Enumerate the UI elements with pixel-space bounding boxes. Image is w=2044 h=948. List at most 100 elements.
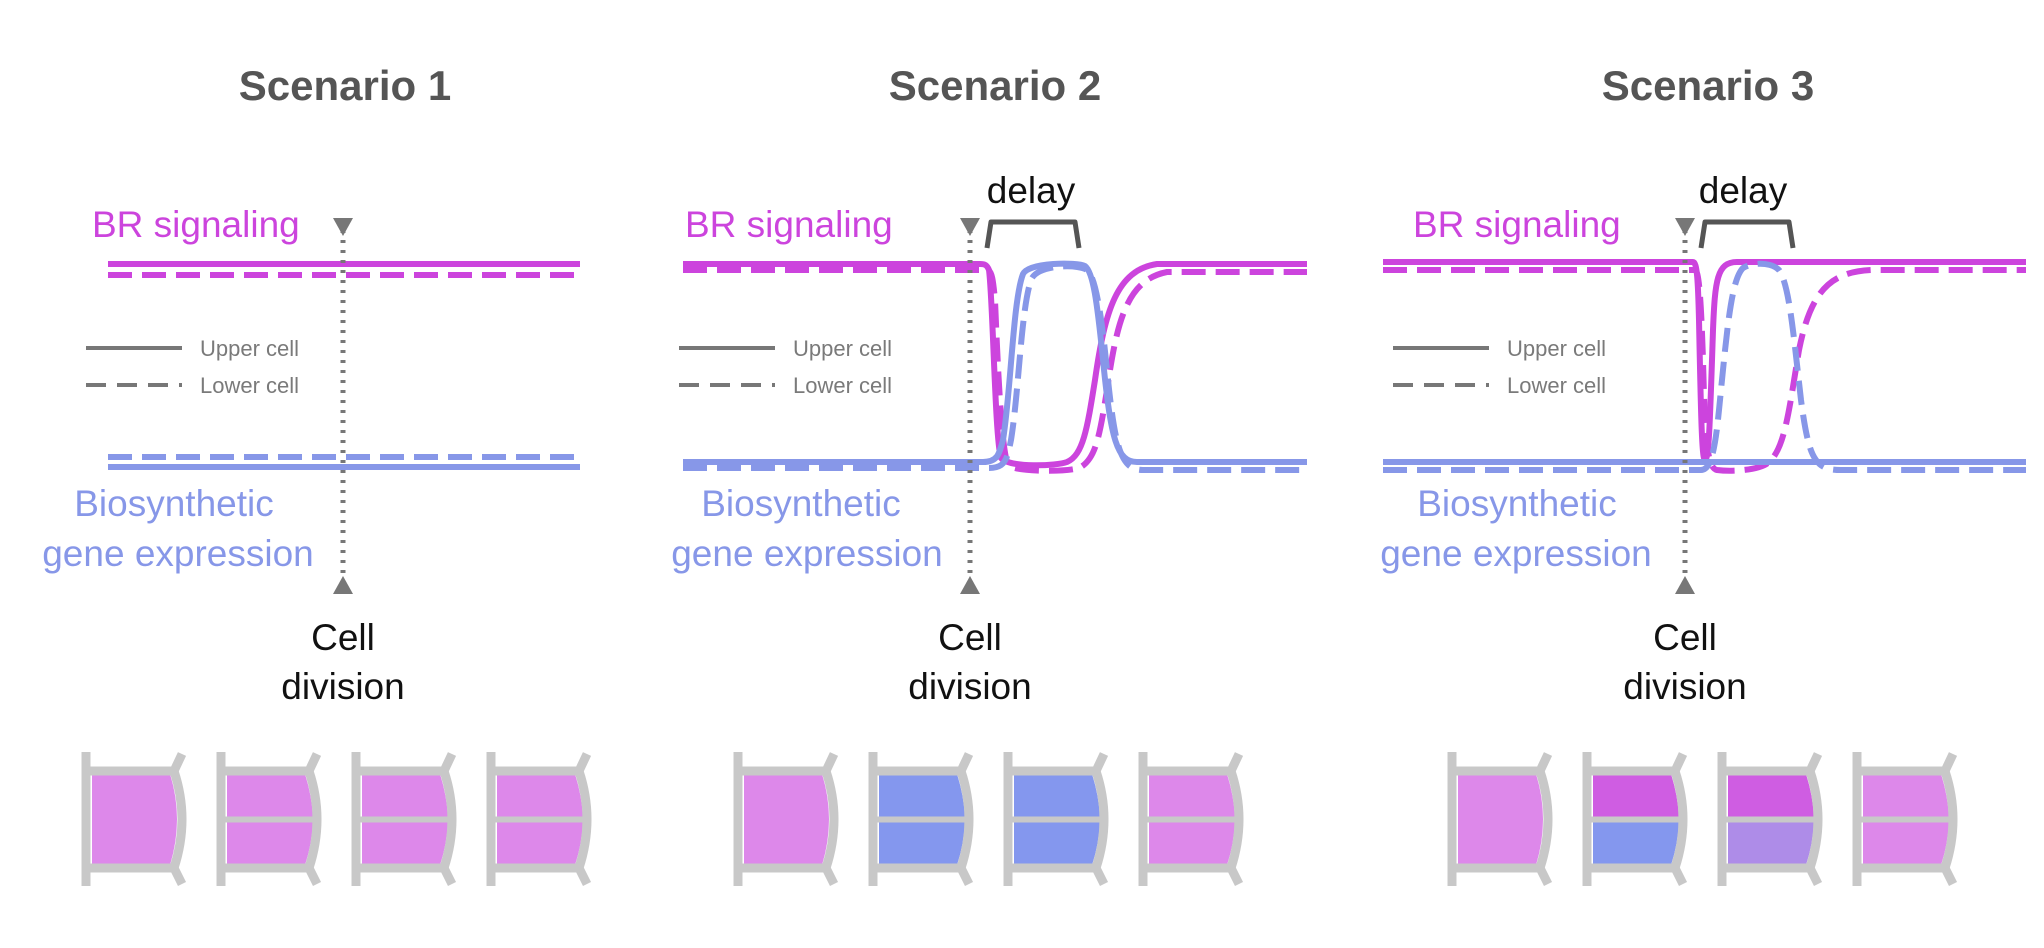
division-top-arrow — [333, 218, 353, 236]
upper-cell-fill — [1593, 774, 1679, 818]
divided-cell — [1138, 752, 1244, 887]
divided-cell — [216, 752, 322, 887]
br-upper-curve — [683, 261, 1307, 469]
legend-lower-label: Lower cell — [200, 373, 299, 398]
cell-wall — [1587, 863, 1688, 887]
upper-cell-fill — [227, 774, 313, 818]
cell-row — [1447, 752, 1958, 887]
bio-label-line2: gene expression — [671, 533, 943, 574]
lower-cell-fill — [1593, 821, 1679, 865]
br-lower-curve — [683, 267, 1307, 474]
scenario-2-panel: Scenario 2 BR signaling Upper cell Lower… — [671, 62, 1307, 887]
br-signaling-label: BR signaling — [1413, 204, 1621, 245]
upper-cell-fill — [1863, 774, 1949, 818]
scenario-1-panel: Scenario 1 BR signaling Upper cell Lower… — [42, 62, 592, 887]
bio-label-line2: gene expression — [1380, 533, 1652, 574]
cell-row — [81, 752, 592, 887]
bio-label-line1: Biosynthetic — [701, 483, 901, 524]
cell-wall — [169, 769, 187, 870]
cell-wall — [1722, 752, 1823, 776]
cell-wall — [1008, 863, 1109, 887]
lower-cell-fill — [1149, 821, 1235, 865]
cell-wall — [221, 752, 322, 776]
legend-upper-label: Upper cell — [793, 336, 892, 361]
undivided-cell — [733, 752, 839, 887]
division-bottom-arrow — [1675, 576, 1695, 594]
delay-label: delay — [987, 170, 1076, 211]
cell-wall — [821, 769, 839, 870]
br-signaling-label: BR signaling — [685, 204, 893, 245]
upper-cell-fill — [879, 774, 965, 818]
lower-cell-fill — [227, 821, 313, 865]
scenario-3-panel: Scenario 3 BR signaling Upper cell Lower… — [1380, 62, 2026, 887]
br-lower-curve — [1383, 267, 2026, 474]
cell-wall — [1452, 863, 1553, 887]
cell-fill — [1458, 774, 1543, 865]
bio-label-line1: Biosynthetic — [74, 483, 274, 524]
legend-lower-label: Lower cell — [793, 373, 892, 398]
undivided-cell — [81, 752, 187, 887]
delay-bracket — [1698, 219, 1796, 249]
scenario-title: Scenario 3 — [1602, 62, 1814, 109]
cell-wall — [873, 752, 974, 776]
cell-wall — [491, 863, 592, 887]
divided-cell — [1852, 752, 1958, 887]
cell-wall — [1587, 752, 1688, 776]
division-bottom-arrow — [960, 576, 980, 594]
legend-upper-label: Upper cell — [200, 336, 299, 361]
cell-wall — [1722, 863, 1823, 887]
lower-cell-fill — [1014, 821, 1100, 865]
cell-fill — [92, 774, 177, 865]
bio-lower-curve — [683, 263, 1307, 473]
delay-label: delay — [1699, 170, 1788, 211]
cell-wall — [86, 863, 187, 887]
undivided-cell — [1447, 752, 1553, 887]
br-upper-curve — [1383, 259, 2026, 464]
division-top-arrow — [1675, 218, 1695, 236]
scenario-title: Scenario 1 — [239, 62, 451, 109]
cell-division-line2: division — [1623, 666, 1746, 707]
legend-upper-label: Upper cell — [1507, 336, 1606, 361]
cell-wall — [1857, 863, 1958, 887]
legend-lower-label: Lower cell — [1507, 373, 1606, 398]
bio-label-line1: Biosynthetic — [1417, 483, 1617, 524]
lower-cell-fill — [362, 821, 448, 865]
cell-wall — [221, 863, 322, 887]
cell-wall — [86, 752, 187, 776]
divided-cell — [1003, 752, 1109, 887]
bio-label-line2: gene expression — [42, 533, 314, 574]
delay-bracket — [984, 219, 1082, 249]
cell-wall — [1008, 752, 1109, 776]
lower-cell-fill — [1728, 821, 1814, 865]
upper-cell-fill — [362, 774, 448, 818]
divided-cell — [351, 752, 457, 887]
cell-wall — [356, 863, 457, 887]
cell-wall — [491, 752, 592, 776]
cell-wall — [738, 752, 839, 776]
cell-wall — [1857, 752, 1958, 776]
divided-cell — [1582, 752, 1688, 887]
cell-wall — [1143, 863, 1244, 887]
upper-cell-fill — [1149, 774, 1235, 818]
division-bottom-arrow — [333, 576, 353, 594]
upper-cell-fill — [1014, 774, 1100, 818]
division-top-arrow — [960, 218, 980, 236]
lower-cell-fill — [879, 821, 965, 865]
upper-cell-fill — [1728, 774, 1814, 818]
cell-fill — [744, 774, 829, 865]
cell-wall — [738, 863, 839, 887]
cell-row — [733, 752, 1244, 887]
cell-wall — [356, 752, 457, 776]
br-signaling-label: BR signaling — [92, 204, 300, 245]
cell-wall — [1452, 752, 1553, 776]
bio-lower-curve — [1383, 260, 2026, 473]
cell-division-line2: division — [908, 666, 1031, 707]
upper-cell-fill — [497, 774, 583, 818]
cell-wall — [1143, 752, 1244, 776]
divided-cell — [868, 752, 974, 887]
cell-wall — [873, 863, 974, 887]
cell-division-line1: Cell — [938, 617, 1002, 658]
lower-cell-fill — [1863, 821, 1949, 865]
cell-wall — [1535, 769, 1553, 870]
